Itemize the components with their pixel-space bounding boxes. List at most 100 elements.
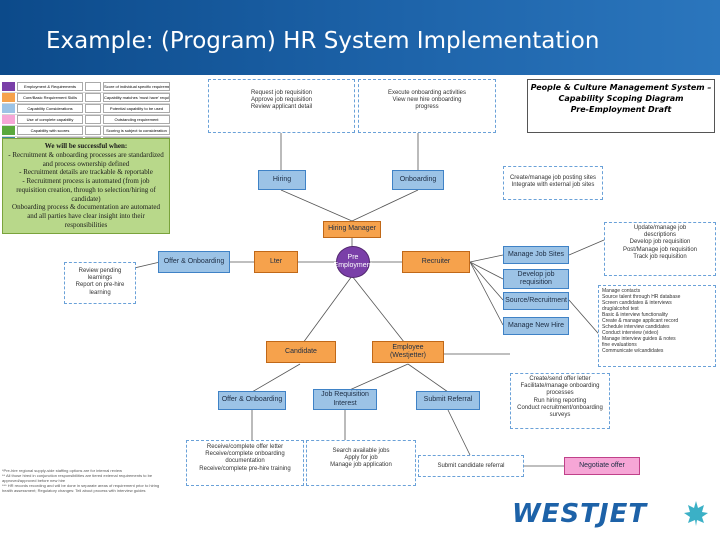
legend-swatch	[2, 93, 15, 102]
footnote: health assessment; Regulatory changes: T…	[2, 488, 146, 493]
success-line: - Recruitment details are trackable & re…	[19, 168, 153, 177]
legend-row: Core/Basic Requirement Skills Capability …	[2, 93, 170, 104]
legend-description: Potential capability to be used	[103, 104, 170, 113]
node-employee[interactable]: Employee (Westjetter)	[372, 341, 444, 363]
note-line: drug/alcohol test	[602, 306, 639, 312]
note-line: descriptions	[643, 232, 676, 239]
node-manage-new-hire[interactable]: Manage New Hire	[503, 317, 569, 335]
success-heading: We will be successful when:	[44, 142, 128, 150]
node-onboarding[interactable]: Onboarding	[392, 170, 444, 190]
note-hiring-tasks: Request job requisition Approve job requ…	[208, 79, 355, 133]
legend-swatch	[2, 126, 15, 135]
legend-description: Capability matches 'must have' requireme…	[103, 93, 170, 102]
note-line: Create & manage applicant record	[602, 318, 679, 324]
legend-description: Outstanding requirement	[103, 115, 170, 124]
legend-label: Capability with scores	[17, 126, 83, 135]
diagram-title-box: People & Culture Management System – Cap…	[527, 79, 715, 133]
note-line: Manage job application	[330, 462, 392, 469]
legend-description: Scoring is subject to consideration	[103, 126, 170, 135]
node-submit-referral[interactable]: Submit Referral	[416, 391, 480, 410]
note-line: Facilitate/manage onboarding	[520, 383, 600, 390]
footnote: ** All those hired in conjunction respon…	[2, 473, 153, 478]
note-line: fine evaluations	[602, 342, 637, 348]
title-bar: Example: (Program) HR System Implementat…	[0, 0, 720, 75]
node-job-requisition-interest[interactable]: Job Requisition Interest	[313, 389, 377, 410]
footnote: *Pre-hire regional supply-side staffing …	[2, 468, 122, 473]
note-line: Manage interview guides & notes	[602, 336, 676, 342]
note-recruitment-tasks: Manage contacts Source talent through HR…	[598, 285, 716, 367]
note-job-requisition-tasks: Update/manage job descriptions Develop j…	[604, 222, 716, 276]
note-line: Basic & interview functionality	[602, 312, 668, 318]
note-line: Search available jobs	[332, 448, 390, 454]
success-line: - Recruitment & onboarding processes are…	[8, 150, 164, 168]
note-line: Schedule interview candidates	[602, 324, 670, 330]
note-line: Post/Manage job requisition	[622, 246, 698, 253]
note-line: documentation	[225, 458, 265, 465]
slide-title: Example: (Program) HR System Implementat…	[46, 28, 600, 54]
note-learning-tasks: Review pending learnings Report on pre-h…	[64, 262, 136, 304]
node-pre-employment-hub[interactable]: Pre Employment	[334, 246, 372, 278]
legend-count	[85, 126, 101, 135]
diagram-title-line2: Capability Scoping Diagram	[558, 93, 684, 103]
note-line: View new hire onboarding	[392, 97, 462, 104]
node-hiring[interactable]: Hiring	[258, 170, 306, 190]
note-referral-tasks: Submit candidate referral	[418, 455, 524, 477]
node-offer-onboarding-left[interactable]: Offer & Onboarding	[158, 251, 230, 273]
legend-row: Use of complete capability Outstanding re…	[2, 115, 170, 126]
note-line: Create/send offer letter	[529, 376, 591, 382]
node-source-recruitment[interactable]: Source/Recruitment	[503, 292, 569, 310]
legend-count	[85, 115, 101, 124]
note-line: Screen candidates & interviews	[602, 300, 672, 306]
footnote: approved/approved before new hire	[2, 478, 66, 483]
legend-row: Capability with scores Scoring is subject…	[2, 126, 170, 137]
legend-label: Core/Basic Requirement Skills	[17, 93, 83, 102]
note-line: Receive/complete pre-hire training	[199, 465, 291, 472]
logo-wordmark: WESTJET	[512, 499, 648, 529]
note-line: Execute onboarding activities	[387, 90, 467, 96]
diagram-title-line1: People & Culture Management System –	[530, 83, 712, 92]
node-hiring-manager[interactable]: Hiring Manager	[323, 221, 381, 238]
success-criteria-box: We will be successful when: - Recruitmen…	[2, 138, 170, 234]
note-line: Request job requisition	[250, 90, 313, 96]
note-offer-tasks: Create/send offer letter Facilitate/mana…	[510, 373, 610, 429]
note-line: processes	[546, 390, 574, 397]
note-line: Source talent through HR database	[602, 294, 681, 300]
note-line: surveys	[549, 411, 571, 418]
node-offer-onboarding-bottom[interactable]: Offer & Onboarding	[218, 391, 286, 410]
legend-swatch	[2, 115, 15, 124]
node-candidate[interactable]: Candidate	[266, 341, 336, 363]
note-line: learning	[89, 289, 111, 296]
legend-label: Use of complete capability	[17, 115, 83, 124]
note-line: learnings	[87, 275, 113, 282]
node-negotiate-offer[interactable]: Negotiate offer	[564, 457, 640, 475]
node-manage-job-sites[interactable]: Manage Job Sites	[503, 246, 569, 264]
note-line: Receive/complete offer letter	[206, 444, 284, 450]
node-recruiter[interactable]: Recruiter	[402, 251, 470, 273]
note-line: Update/manage job	[633, 225, 687, 231]
note-line: Conduct recruitment/onboarding	[517, 404, 603, 411]
note-candidate-offer-tasks: Receive/complete offer letter Receive/co…	[186, 440, 304, 486]
legend-swatch	[2, 104, 15, 113]
legend-count	[85, 93, 101, 102]
note-line: Integrate with external job sites	[511, 182, 595, 189]
note-line: Create/manage job posting sites	[509, 175, 597, 181]
success-line: Onboarding process & documentation are a…	[12, 203, 160, 229]
node-develop-job-requisition[interactable]: Develop job requisition	[503, 269, 569, 289]
note-line: Report on pre-hire	[75, 282, 125, 289]
note-line: Receive/complete onboarding	[205, 451, 285, 458]
node-lter[interactable]: Lter	[254, 251, 298, 273]
note-line: Develop job requisition	[629, 239, 691, 246]
legend-description: Score of individual specific requirement	[103, 82, 170, 91]
note-line: Apply for job	[344, 455, 378, 462]
note-line: Manage contacts	[602, 288, 641, 294]
footnote: *** HR records recording and will be don…	[2, 483, 160, 488]
legend-swatch	[2, 82, 15, 91]
footnotes: *Pre-hire regional supply-side staffing …	[2, 468, 182, 493]
success-line: - Recruitment process is automated (from…	[16, 177, 156, 203]
westjet-logo: WESTJET	[512, 497, 712, 531]
note-line: Review applicant detail	[250, 104, 313, 111]
note-line: progress	[415, 104, 439, 111]
legend-count	[85, 82, 101, 91]
